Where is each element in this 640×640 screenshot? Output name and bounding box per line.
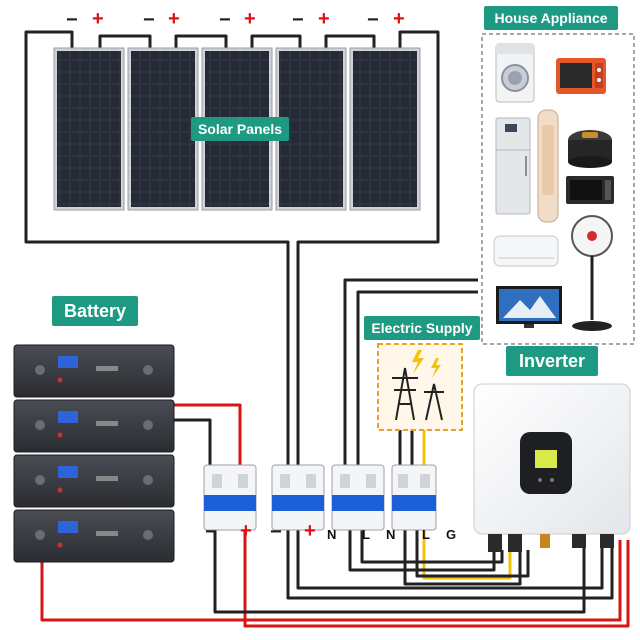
panel-2-minus: − (143, 9, 155, 31)
electric-supply-label: Electric Supply (364, 316, 480, 340)
battery-module-2 (13, 399, 175, 453)
inverter-label: Inverter (506, 346, 598, 376)
load-wire-1 (343, 278, 478, 465)
breaker-grid (391, 464, 437, 531)
load-breaker-l: L (362, 527, 370, 542)
panel-3-minus: − (219, 9, 231, 31)
battery-module-3 (13, 454, 175, 508)
solar-panel-5 (349, 47, 421, 211)
ac-wire-4 (415, 530, 530, 578)
television-icon (496, 286, 562, 328)
solar-loop-wire-right (296, 30, 604, 590)
house-appliance-label: House Appliance (484, 6, 618, 30)
oven-icon (556, 58, 606, 94)
solar-breaker-plus: + (304, 520, 316, 542)
panel-5-plus: + (393, 8, 405, 30)
panel-1-plus: + (92, 8, 104, 30)
microwave-icon (566, 176, 614, 204)
battery-module-4 (13, 509, 175, 563)
solar-panel-1 (53, 47, 125, 211)
rice-cooker-icon (568, 130, 612, 168)
air-conditioner-icon (493, 235, 559, 267)
washing-machine-icon (495, 43, 535, 103)
power-tower-icon (392, 367, 444, 421)
battery-black-wire-top (165, 418, 212, 470)
grid-ground-g: G (446, 527, 457, 542)
panel-link-3 (250, 34, 302, 48)
inverter-unit (473, 383, 631, 552)
battery-breaker-plus: + (240, 520, 252, 542)
lightning-icon (412, 350, 424, 374)
panel-4-minus: − (292, 9, 304, 31)
ac-wire-3 (403, 530, 522, 586)
fan-icon (571, 215, 613, 331)
breaker-battery (203, 464, 257, 531)
panel-link-4 (324, 34, 376, 48)
wires (24, 30, 630, 628)
grid-breaker-n: N (386, 527, 396, 542)
breaker-red-out (243, 530, 630, 628)
load-breaker-n: N (327, 527, 337, 542)
panel-5-minus: − (367, 9, 379, 31)
panel-4-plus: + (318, 8, 330, 30)
breaker-black-out (213, 530, 586, 614)
panel-1-minus: − (66, 9, 78, 31)
battery-breaker-minus: − (205, 521, 217, 543)
grid-breaker-l: L (422, 527, 430, 542)
air-purifier-icon (537, 109, 559, 223)
panel-link-2 (174, 34, 228, 48)
solar-panel-2 (127, 47, 199, 211)
breaker-load (331, 464, 385, 531)
load-wire-2 (356, 290, 478, 465)
battery-stack (13, 344, 175, 563)
refrigerator-icon (495, 117, 531, 215)
panel-2-plus: + (168, 8, 180, 30)
ac-wire-1 (348, 530, 496, 572)
battery-red-wire-bottom (40, 540, 622, 622)
battery-label: Battery (52, 296, 138, 326)
breaker-solar (271, 464, 325, 531)
battery-module-1 (13, 344, 175, 398)
panel-3-plus: + (244, 8, 256, 30)
solar-panel-4 (275, 47, 347, 211)
solar-loop-wire-left (24, 30, 614, 600)
house-appliance-panel (481, 33, 635, 345)
panel-link-1 (98, 34, 152, 48)
solar-panels (53, 47, 421, 211)
breakers (203, 464, 437, 531)
electric-supply-panel (377, 343, 463, 431)
ac-wire-2 (360, 530, 504, 564)
solar-breaker-minus: − (270, 521, 282, 543)
solar-panels-label: Solar Panels (191, 117, 289, 141)
battery-red-wire-top (165, 403, 242, 470)
lightning-icon-2 (431, 358, 441, 378)
